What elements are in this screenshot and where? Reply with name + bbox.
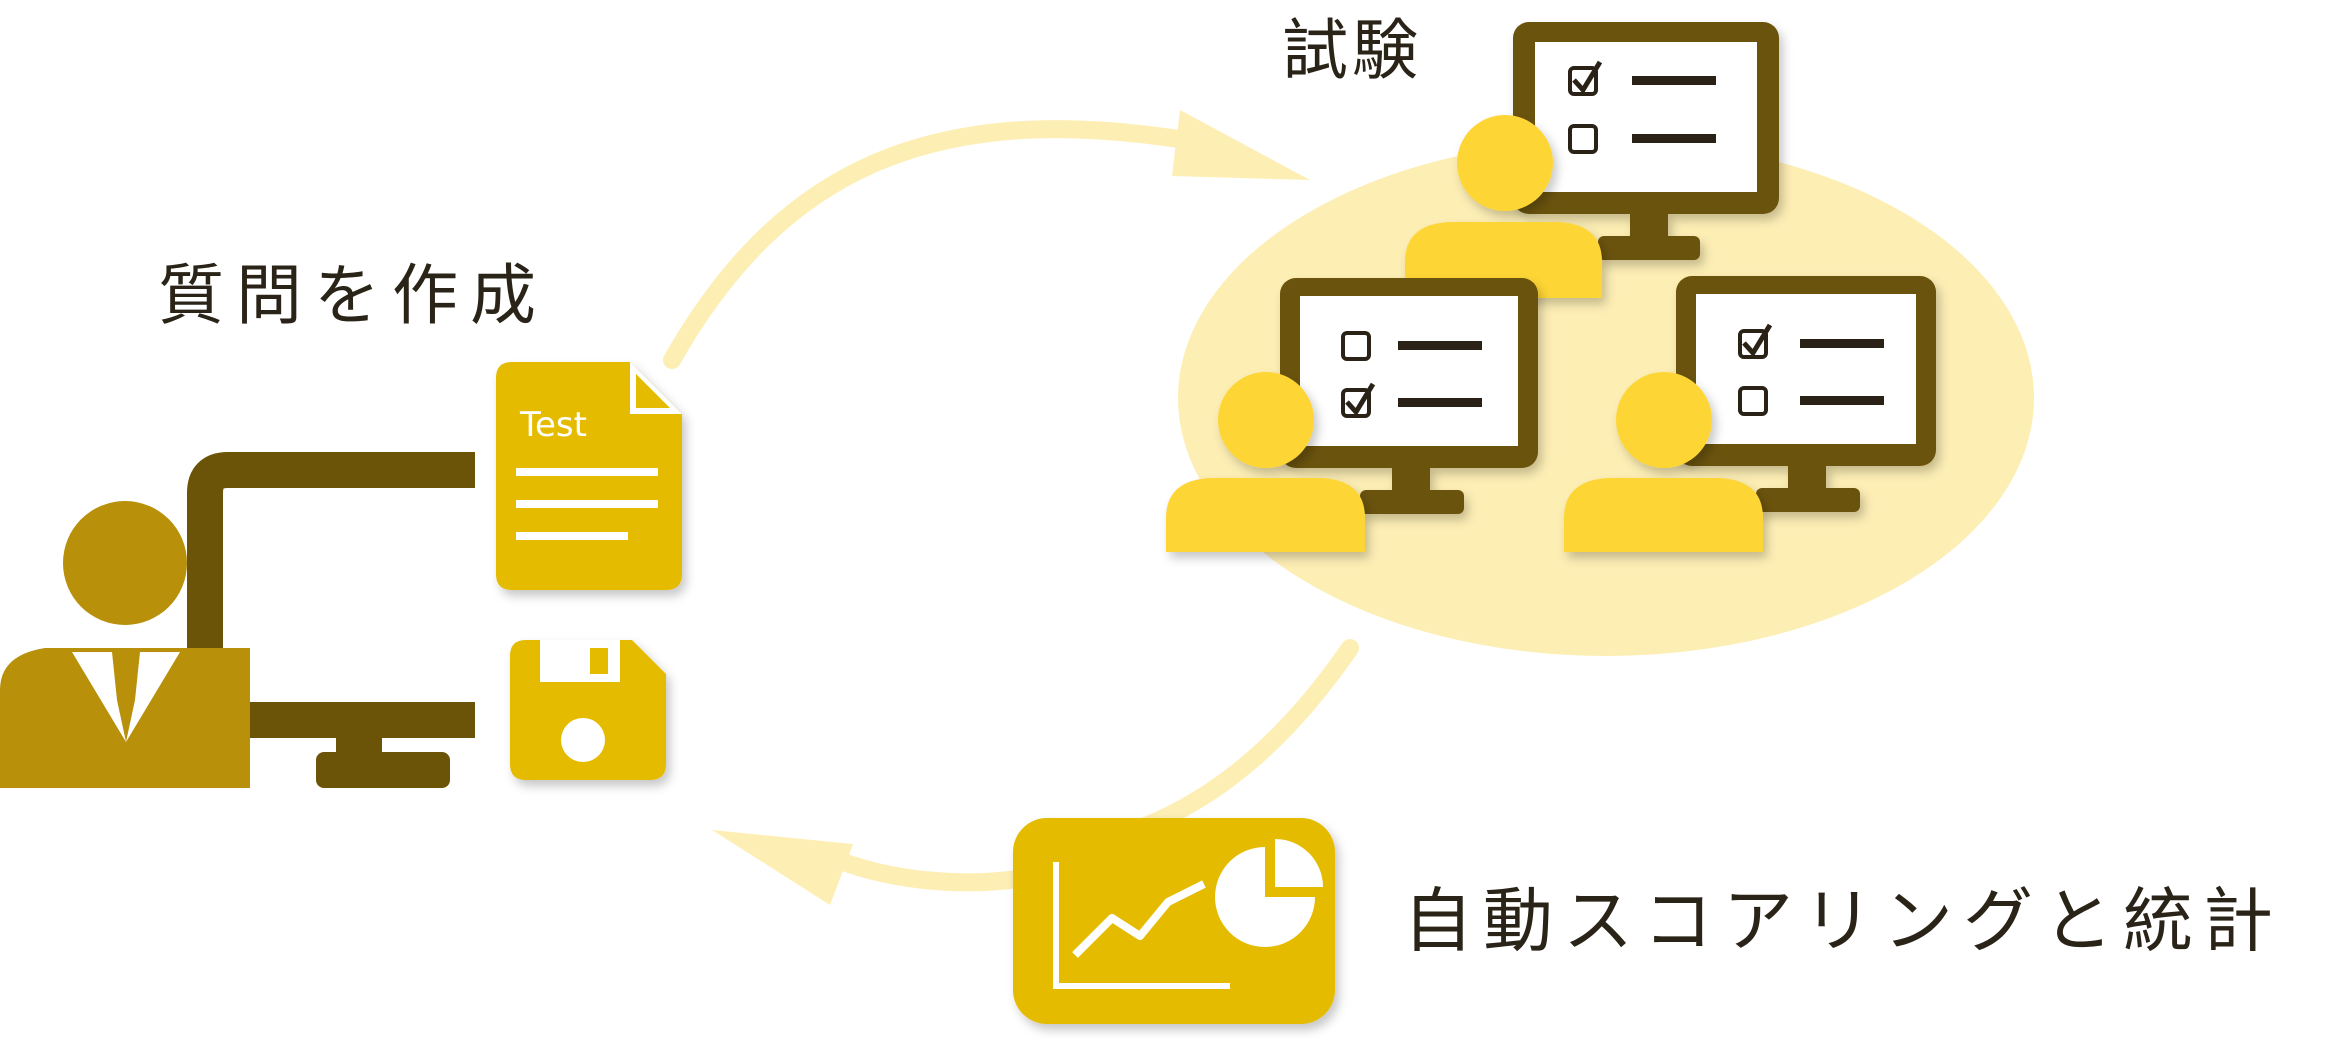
arrow-scoring-to-create <box>829 851 1034 892</box>
arrow-head-exam <box>1172 110 1310 180</box>
pie-chart-icon <box>1215 839 1323 947</box>
auto-scoring-label: 自動スコアリングと統計 <box>1403 880 2283 962</box>
chart-panel-icon <box>1013 818 1335 1024</box>
arrow-exam-to-scoring <box>1121 639 1359 841</box>
create-questions-label: 質問を作成 <box>158 257 548 334</box>
teacher-workstation <box>0 452 475 788</box>
arrow-create-to-exam <box>663 120 1194 369</box>
student-icon <box>1166 372 1365 552</box>
arrow-head-create <box>712 830 853 905</box>
checklist-screen-icon <box>1280 278 1538 514</box>
checklist-screen-icon <box>1676 276 1936 512</box>
student-icon <box>1564 372 1763 552</box>
test-document-icon: Test <box>496 362 682 590</box>
cycle-arrow-icon <box>663 110 1359 905</box>
document-icon-text: Test <box>519 405 587 445</box>
teacher-icon <box>0 501 250 788</box>
exam-group-background <box>1178 140 2034 656</box>
floppy-disk-icon <box>510 640 666 780</box>
exam-label: 試験 <box>1282 12 1422 89</box>
checklist-screen-icon <box>1513 22 1779 260</box>
